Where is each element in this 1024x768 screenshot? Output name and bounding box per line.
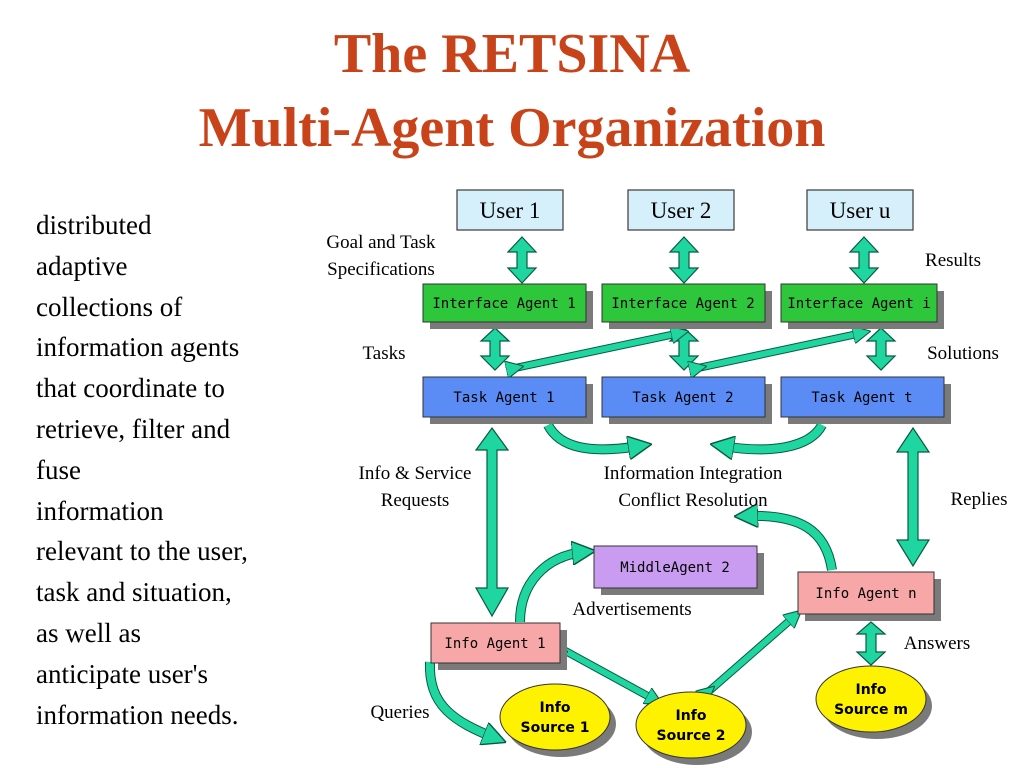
- interface-agent-2-label: Interface Agent 2: [611, 296, 754, 312]
- info-agent-1-box: [430, 622, 561, 664]
- user-u-box: [806, 189, 914, 231]
- info-agent-n-label: Info Agent n: [815, 586, 916, 602]
- curve-arrow-infoagent1-queries-fill: [425, 661, 495, 738]
- label-tasks: Tasks: [362, 343, 405, 364]
- double-arrow-user1-interface1: [506, 236, 538, 284]
- user-boxes: User 1 User 2 User u: [456, 189, 914, 231]
- task-agent-t-box: [780, 376, 945, 418]
- curve-arrow-taskt-integration-fill: [722, 422, 826, 449]
- description-line: adaptive: [36, 250, 128, 281]
- info-source-1-line1: Info: [540, 700, 571, 716]
- interface-agent-i-label: Interface Agent i: [787, 296, 930, 312]
- description-line: distributed: [36, 210, 152, 240]
- info-source-2: [635, 691, 747, 759]
- description-line: relevant to the user,: [36, 536, 248, 567]
- interface-agents: Interface Agent 1 Interface Agent 2 Inte…: [422, 283, 944, 329]
- interface-agent-1-label: Interface Agent 1: [432, 296, 575, 312]
- diagonal-arrows: [515, 333, 862, 700]
- diag-arrow-task2-interfacei-fill: [698, 333, 862, 368]
- double-arrow-interfacei-taskt: [865, 327, 897, 371]
- description-line: information agents: [36, 332, 240, 363]
- task-agent-2-box: [601, 376, 766, 418]
- middle-agent-2-label: MiddleAgent 2: [620, 560, 730, 576]
- info-agent-n-box: [797, 571, 935, 615]
- user-2-label: User 2: [651, 198, 712, 223]
- interface-agent-1-box: [422, 283, 587, 323]
- interface-agent-i-box: [780, 283, 938, 323]
- double-arrow-user2-interface2: [668, 236, 700, 284]
- label-advertisements: Advertisements: [572, 599, 691, 620]
- diag-arrow-infoagent1-source2-fill: [560, 648, 655, 700]
- user-1-label: User 1: [480, 198, 541, 223]
- info-source-m-line1: Info: [856, 682, 887, 698]
- task-agent-1-label: Task Agent 1: [453, 390, 554, 406]
- info-source-1: [499, 683, 611, 751]
- curve-arrow-infoagent1-middleagent-fill: [516, 552, 584, 623]
- info-source-m: [815, 665, 927, 733]
- curve-arrow-infoagentn-integration-fill: [746, 516, 836, 571]
- info-source-2-line1: Info: [676, 708, 707, 724]
- info-sources: Info Source 1 Info Source 2 Info Source …: [499, 665, 932, 765]
- label-queries: Queries: [370, 702, 429, 723]
- label-goal-line1: Goal and Task: [326, 232, 436, 253]
- label-integration-line2: Conflict Resolution: [618, 490, 768, 511]
- info-agent-1-label: Info Agent 1: [444, 636, 545, 652]
- middle-agent-2-box: [593, 545, 758, 589]
- description-line: task and situation,: [36, 577, 232, 608]
- double-arrow-infoagentn-sourcem: [855, 621, 887, 666]
- page-title-line2: Multi-Agent Organization: [198, 97, 826, 159]
- curved-arrows: [424, 422, 837, 738]
- diagram-labels: Goal and Task Specifications Results Tas…: [326, 232, 1007, 723]
- diag-arrow-task1-interface2-fill: [515, 333, 680, 368]
- middle-agent: MiddleAgent 2: [593, 545, 764, 595]
- double-arrow-useru-interfacei: [848, 236, 880, 284]
- label-info-service-line1: Info & Service: [359, 463, 472, 484]
- description-line: as well as: [36, 617, 141, 648]
- description-line: retrieve, filter and: [36, 413, 231, 444]
- info-source-2-line2: Source 2: [657, 728, 726, 744]
- double-arrow-interface1-task1: [479, 327, 511, 371]
- description-line: collections of: [36, 291, 183, 322]
- label-goal-line2: Specifications: [327, 259, 435, 280]
- label-solutions: Solutions: [927, 343, 999, 364]
- label-info-service-line2: Requests: [381, 490, 450, 511]
- info-agents: Info Agent 1 Info Agent n: [430, 571, 941, 670]
- task-agent-t-label: Task Agent t: [811, 390, 912, 406]
- description-line: that coordinate to: [36, 373, 225, 404]
- page-title-line1: The RETSINA: [333, 23, 691, 85]
- diag-arrow-source2-infoagentn-fill: [708, 616, 795, 692]
- label-replies: Replies: [951, 489, 1008, 510]
- description-line: fuse: [36, 454, 81, 485]
- user-u-label: User u: [830, 198, 891, 223]
- info-source-m-line2: Source m: [834, 702, 908, 718]
- user-2-box: [627, 189, 735, 231]
- description-line: information needs.: [36, 699, 239, 730]
- task-agents: Task Agent 1 Task Agent 2 Task Agent t: [422, 376, 951, 424]
- label-answers: Answers: [904, 633, 971, 654]
- double-arrow-task1-infoagent1: [474, 426, 510, 618]
- label-results: Results: [925, 250, 981, 271]
- label-integration-line1: Information Integration: [604, 463, 783, 484]
- task-agent-2-label: Task Agent 2: [632, 390, 733, 406]
- user-1-box: [456, 189, 564, 231]
- info-source-1-line2: Source 1: [521, 720, 590, 736]
- curve-arrow-task1-integration-fill: [544, 422, 640, 449]
- double-arrow-taskt-infoagentn: [895, 426, 931, 568]
- task-agent-1-box: [422, 376, 587, 418]
- description-line: anticipate user's: [36, 658, 209, 689]
- description-text: distributed adaptive collections of info…: [36, 205, 311, 735]
- interface-agent-2-box: [601, 283, 766, 323]
- description-line: information: [36, 495, 164, 526]
